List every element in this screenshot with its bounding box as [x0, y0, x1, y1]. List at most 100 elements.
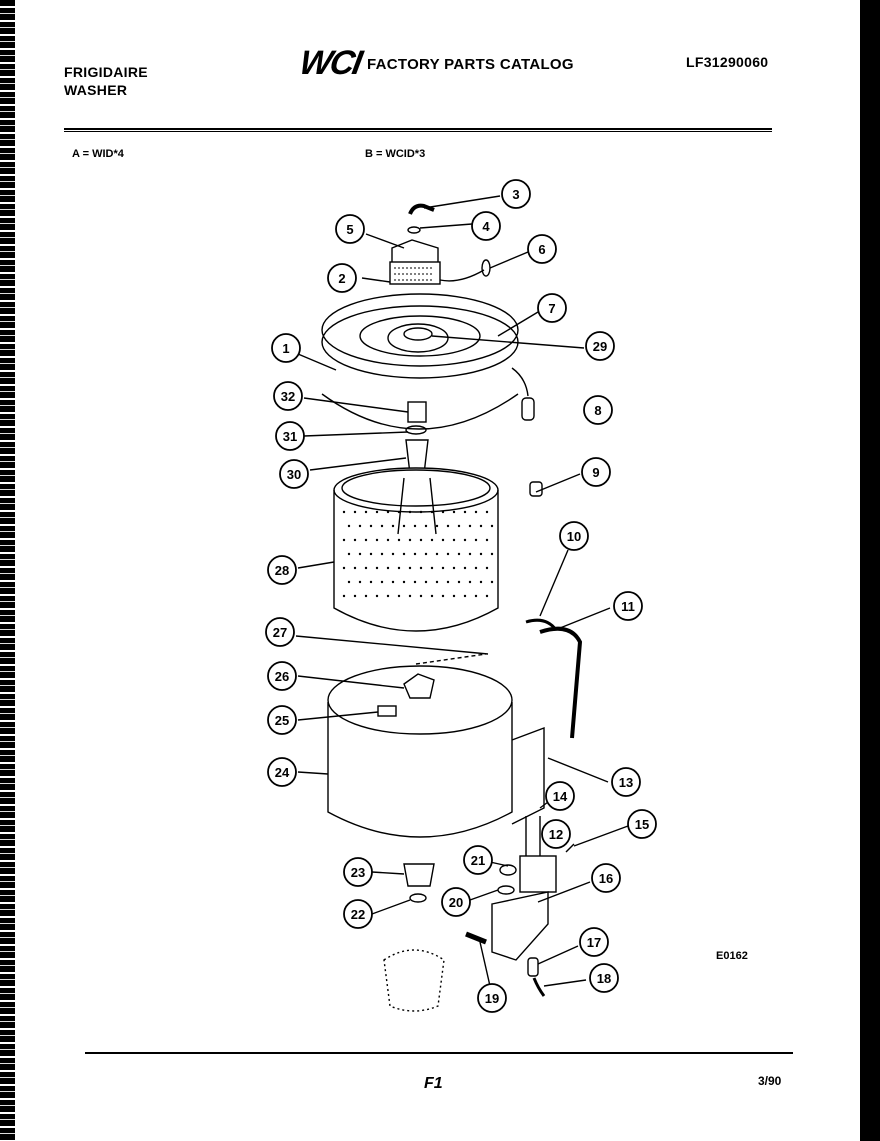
- basket-perforation: [364, 594, 368, 598]
- callout-31: 31: [275, 421, 305, 451]
- part-31-ring: [405, 425, 427, 435]
- callout-label: 14: [553, 789, 568, 804]
- callout-32: 32: [273, 381, 303, 411]
- callout-3: 3: [501, 179, 531, 209]
- basket-perforation: [347, 524, 351, 528]
- part-2-dispenser-body: [389, 261, 441, 285]
- callout-20: 20: [441, 887, 471, 917]
- basket-perforation: [342, 538, 346, 542]
- basket-perforation: [386, 566, 390, 570]
- callout-19: 19: [477, 983, 507, 1013]
- basket-perforation: [408, 538, 412, 542]
- basket-perforation: [397, 566, 401, 570]
- part-13-heater-strap: [511, 726, 545, 825]
- callout-label: 31: [283, 429, 297, 444]
- basket-perforation: [490, 524, 494, 528]
- callout-label: 17: [587, 935, 601, 950]
- part-21-grommet: [499, 864, 517, 876]
- basket-perforation: [369, 524, 373, 528]
- basket-perforation: [419, 566, 423, 570]
- callout-label: 19: [485, 991, 499, 1006]
- catalog-page: [15, 0, 860, 1141]
- basket-perforation: [408, 510, 412, 514]
- basket-perforation: [342, 566, 346, 570]
- callout-6: 6: [527, 234, 557, 264]
- part-17-clamp: [527, 957, 539, 977]
- part-4-washer: [407, 226, 421, 234]
- callout-label: 5: [346, 222, 353, 237]
- part-18-hose: [532, 977, 546, 997]
- basket-perforation: [452, 566, 456, 570]
- callout-label: 23: [351, 865, 365, 880]
- part-24-tub-top: [327, 665, 513, 735]
- part-23-seal-kit: [403, 863, 435, 887]
- callout-label: 9: [592, 465, 599, 480]
- callout-5: 5: [335, 214, 365, 244]
- basket-perforation: [342, 510, 346, 514]
- callout-label: 8: [594, 403, 601, 418]
- part-19-pin: [465, 931, 487, 945]
- callout-label: 26: [275, 669, 289, 684]
- basket-perforation: [380, 524, 384, 528]
- basket-perforation: [435, 524, 439, 528]
- basket-perforation: [364, 510, 368, 514]
- basket-perforation: [419, 510, 423, 514]
- part-20-washer: [497, 885, 515, 895]
- basket-perforation: [402, 552, 406, 556]
- callout-26: 26: [267, 661, 297, 691]
- catalog-number: LF31290060: [686, 54, 769, 70]
- basket-perforation: [446, 552, 450, 556]
- header-rule: [64, 128, 772, 130]
- basket-perforation: [347, 552, 351, 556]
- basket-perforation: [474, 510, 478, 514]
- callout-16: 16: [591, 863, 621, 893]
- callout-label: 29: [593, 339, 607, 354]
- callout-10: 10: [559, 521, 589, 551]
- basket-perforation: [419, 594, 423, 598]
- callout-label: 30: [287, 467, 301, 482]
- basket-perforation: [446, 524, 450, 528]
- basket-perforation: [369, 580, 373, 584]
- basket-perforation: [430, 594, 434, 598]
- part-15-clip: [565, 843, 575, 853]
- callout-label: 4: [482, 219, 490, 234]
- part-3-fitting: [408, 203, 435, 215]
- basket-perforation: [391, 552, 395, 556]
- callout-label: 6: [538, 242, 545, 257]
- basket-perforation: [452, 510, 456, 514]
- callout-label: 24: [275, 765, 290, 780]
- basket-perforation: [424, 580, 428, 584]
- callout-23: 23: [343, 857, 373, 887]
- basket-perforation: [468, 524, 472, 528]
- model-code-a: A = WID*4: [72, 148, 124, 160]
- callout-1: 1: [271, 333, 301, 363]
- callout-label: 16: [599, 871, 613, 886]
- basket-perforation: [391, 580, 395, 584]
- part-14-tube: [525, 816, 541, 856]
- callout-label: 11: [621, 599, 635, 614]
- basket-perforation: [424, 552, 428, 556]
- transmission-outline: [383, 949, 445, 1012]
- basket-perforation: [441, 566, 445, 570]
- basket-perforation: [452, 594, 456, 598]
- basket-perforation: [408, 594, 412, 598]
- callout-label: 1: [282, 341, 289, 356]
- callout-28: 28: [267, 555, 297, 585]
- basket-perforation: [430, 538, 434, 542]
- basket-perforation: [463, 510, 467, 514]
- scan-edge-right: [860, 0, 880, 1141]
- callout-21: 21: [463, 845, 493, 875]
- callout-25: 25: [267, 705, 297, 735]
- callout-13: 13: [611, 767, 641, 797]
- basket-perforation: [364, 566, 368, 570]
- basket-perforation: [446, 580, 450, 584]
- callout-30: 30: [279, 459, 309, 489]
- callout-29: 29: [585, 331, 615, 361]
- callout-label: 10: [567, 529, 581, 544]
- basket-perforation: [479, 552, 483, 556]
- callout-label: 25: [275, 713, 289, 728]
- callout-label: 22: [351, 907, 365, 922]
- callout-11: 11: [613, 591, 643, 621]
- basket-perforation: [397, 538, 401, 542]
